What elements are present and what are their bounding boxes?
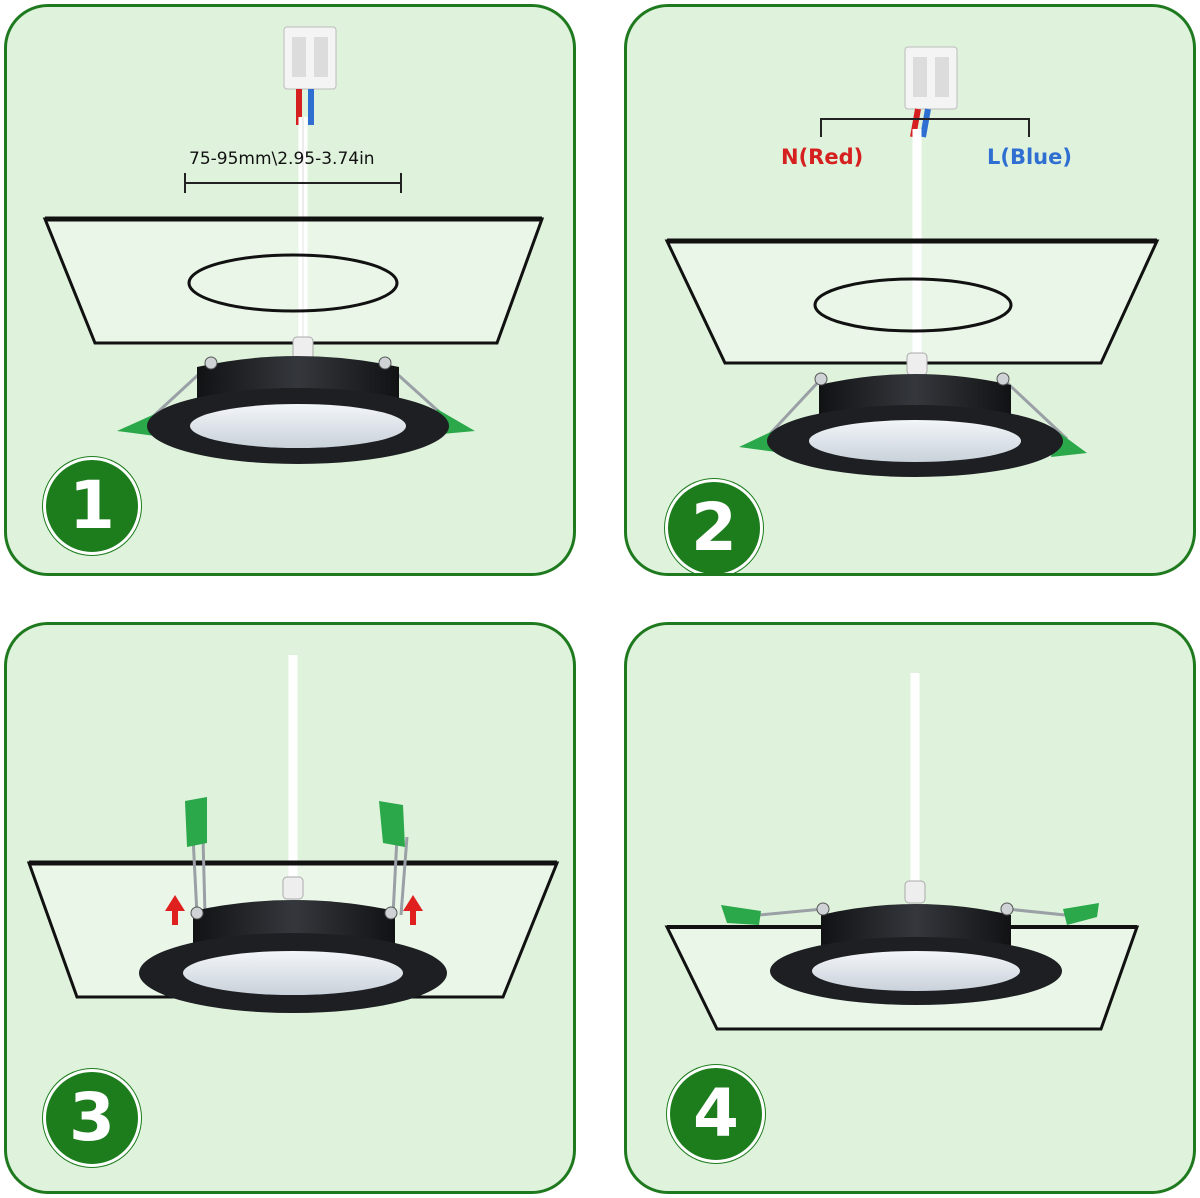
spring-clip-left [185,797,207,847]
wire-bracket [820,118,1030,137]
neutral-wire-label: N(Red) [781,145,864,169]
up-arrow-right-icon [403,895,423,925]
spring-clip-right [379,801,405,847]
step-2-panel: N(Red) L(Blue) 2 [624,4,1196,576]
step-4-panel: 4 [624,622,1196,1194]
ceiling-board [664,238,1160,365]
step-3-badge: 3 [43,1069,141,1167]
blue-wire [920,108,931,138]
spring-clip-left [721,905,761,925]
connector-block [904,46,958,110]
hole-size-label: 75-95mm\2.95-3.74in [189,149,375,169]
ceiling-board [42,216,545,345]
step-3-panel: 3 [4,622,576,1194]
step-3-illustration [26,655,560,1013]
step-1-illustration [42,26,545,464]
step-2-badge: 2 [665,479,763,573]
connector-block [283,26,337,90]
downlight [739,352,1087,477]
live-wire-label: L(Blue) [987,145,1072,169]
downlight [117,336,475,464]
step-4-badge: 4 [667,1065,765,1163]
downlight [139,797,447,1013]
downlight [721,880,1099,1005]
dimension-line [184,173,402,193]
spring-clip-right [1063,903,1099,925]
up-arrow-left-icon [165,895,185,925]
step-2-illustration [664,46,1160,477]
step-1-panel: 75-95mm\2.95-3.74in 1 [4,4,576,576]
step-1-badge: 1 [43,457,141,555]
step-4-illustration [664,673,1140,1031]
